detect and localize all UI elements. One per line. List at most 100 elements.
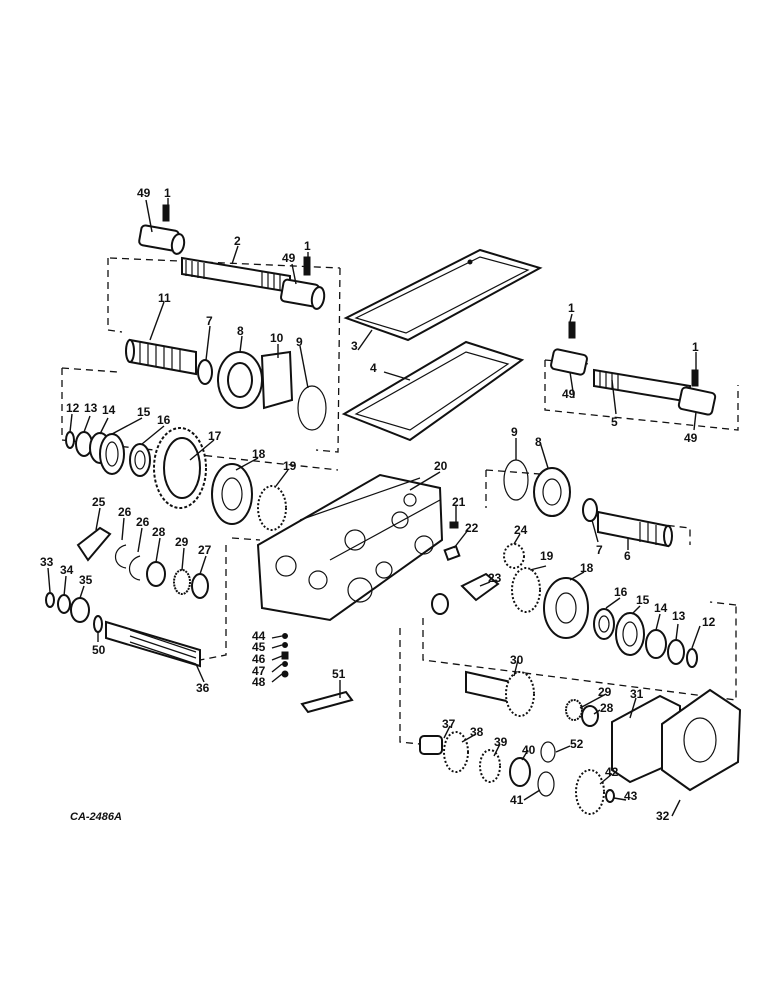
callout-26: 26 (136, 515, 150, 529)
pin-1-top-right (303, 256, 311, 276)
ring-27 (191, 573, 209, 599)
bearing-16-right (593, 608, 615, 640)
callout-29: 29 (598, 685, 612, 699)
callout-4: 4 (370, 361, 377, 375)
spline-shaft-36 (105, 620, 201, 668)
group-outline-lower-left (199, 537, 261, 661)
cover-32 (661, 688, 742, 792)
callout-33: 33 (40, 555, 54, 569)
callout-35: 35 (79, 573, 93, 587)
callout-28: 28 (152, 525, 166, 539)
callout-23: 23 (488, 571, 502, 585)
bracket-25 (76, 526, 112, 562)
callout-41: 41 (510, 793, 524, 807)
callout-5: 5 (611, 415, 618, 429)
washer-13-right (667, 639, 685, 665)
pinion-gear-24 (503, 543, 525, 569)
group-outline-left-middle (61, 367, 339, 471)
shaft-5 (593, 368, 691, 404)
callout-49: 49 (684, 431, 698, 445)
callout-9: 9 (511, 425, 518, 439)
callout-6: 6 (624, 549, 631, 563)
callout-9: 9 (296, 335, 303, 349)
gear-39 (479, 749, 501, 783)
callout-32: 32 (656, 809, 670, 823)
callout-19: 19 (540, 549, 554, 563)
bearing-40 (509, 757, 531, 787)
callout-14: 14 (654, 601, 668, 615)
seal-7-left (197, 359, 213, 385)
snap-ring-12-right (686, 648, 698, 668)
gasket-10 (260, 350, 294, 410)
washer-43 (605, 789, 615, 803)
callout-43: 43 (624, 789, 638, 803)
cup-15-left (99, 433, 125, 475)
callout-24: 24 (514, 523, 528, 537)
callout-26: 26 (118, 505, 132, 519)
bushing-28-left (146, 561, 166, 587)
callout-labels: 49 1 2 49 1 3 4 11 7 8 10 9 1 1 49 5 49 … (40, 186, 716, 823)
callout-15: 15 (636, 593, 650, 607)
cover-plate-3-inner (354, 256, 530, 334)
bushing-37 (419, 735, 443, 755)
shaft-6 (597, 510, 673, 548)
cover-bolt-hole (467, 259, 473, 265)
figure-reference: CA-2486A (70, 811, 122, 823)
callout-10: 10 (270, 331, 284, 345)
bushing-49-top-left (138, 224, 186, 255)
callout-29: 29 (175, 535, 189, 549)
callout-7: 7 (596, 543, 603, 557)
gear-42 (575, 769, 605, 815)
callout-17: 17 (208, 429, 222, 443)
group-outline-bottom (399, 628, 421, 745)
callout-13: 13 (84, 401, 98, 415)
spring-22 (443, 544, 461, 562)
cover-plate-3 (343, 248, 543, 342)
callout-13: 13 (672, 609, 686, 623)
callout-48: 48 (252, 675, 266, 689)
group-outline-right-middle (485, 469, 691, 545)
pin-1-right-b (691, 369, 699, 387)
callout-18: 18 (252, 447, 266, 461)
bearing-35 (70, 597, 90, 623)
bushing-49-top-right (279, 278, 326, 310)
callout-21: 21 (452, 495, 466, 509)
callout-8: 8 (535, 435, 542, 449)
gear-38 (443, 731, 469, 773)
callout-28: 28 (600, 701, 614, 715)
callout-16: 16 (157, 413, 171, 427)
bushing-49-right-a (550, 348, 588, 376)
callout-49: 49 (137, 186, 151, 200)
bracket-51 (300, 690, 354, 714)
shaft-11 (125, 338, 197, 376)
bushing-49-right-b (677, 386, 717, 416)
callout-46: 46 (252, 652, 266, 666)
seal-7-right (582, 498, 598, 522)
callout-15: 15 (137, 405, 151, 419)
callout-25: 25 (92, 495, 106, 509)
callout-1: 1 (568, 301, 575, 315)
callout-51: 51 (332, 667, 346, 681)
transmission-housing-20 (256, 473, 444, 622)
callout-12: 12 (702, 615, 716, 629)
callout-31: 31 (630, 687, 644, 701)
callout-14: 14 (102, 403, 116, 417)
plug-21 (449, 521, 459, 529)
pin-1-right-a (568, 321, 576, 339)
gasket-4 (341, 340, 525, 442)
differential-case-18-right (543, 577, 589, 639)
side-gear-19-right (511, 567, 541, 613)
callout-40: 40 (522, 743, 536, 757)
snap-ring-33 (45, 592, 55, 608)
ring-14-right (645, 629, 667, 659)
oring-9-left (297, 385, 327, 431)
callout-50: 50 (92, 643, 106, 657)
callout-3: 3 (351, 339, 358, 353)
gasket-4-inner (354, 351, 510, 431)
snap-ring-12-left (65, 431, 75, 449)
callout-45: 45 (252, 640, 266, 654)
callout-19: 19 (283, 459, 297, 473)
callout-49: 49 (282, 251, 296, 265)
